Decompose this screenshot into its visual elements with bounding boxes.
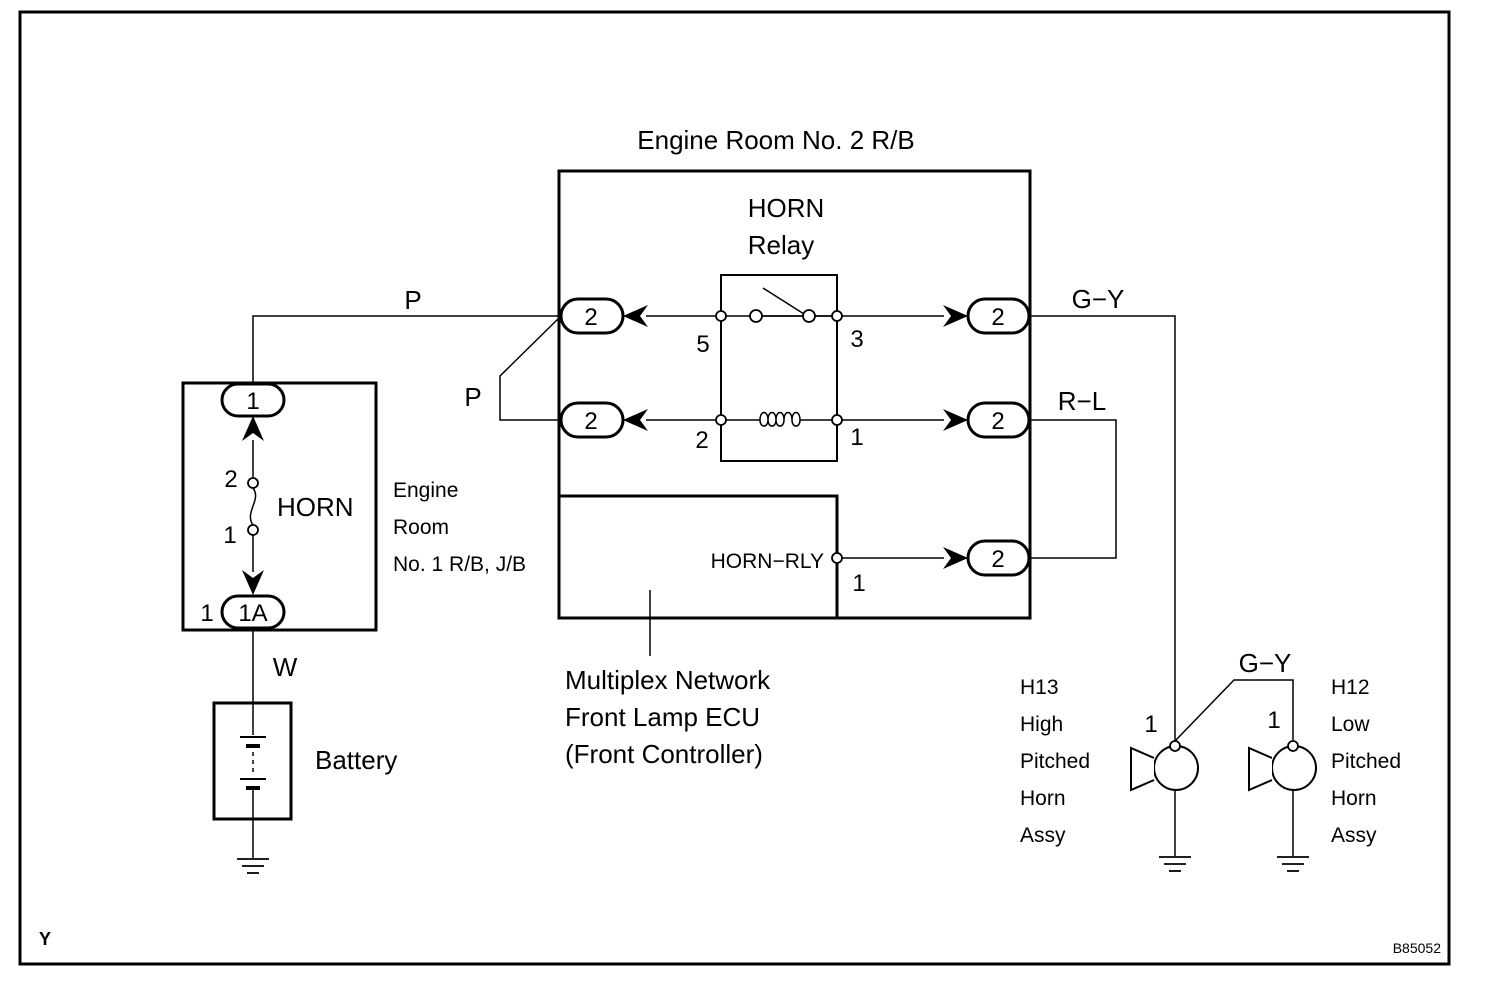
relay-switch-pivot <box>749 309 763 323</box>
battery-symbol <box>240 703 266 819</box>
svg-text:2: 2 <box>991 304 1004 331</box>
r-b2-connector-mid-left: 2 <box>559 401 625 439</box>
r-b2-title: Engine Room No. 2 R/B <box>637 125 914 155</box>
r-b2-connector-top-right: 2 <box>966 297 1031 335</box>
ecu-horn-rly-terminal <box>831 552 843 564</box>
wire-label-g-y-top: G−Y <box>1072 284 1125 314</box>
r-b1-label-line3: No. 1 R/B, J/B <box>393 553 526 576</box>
wire-g-y-horns <box>1174 679 1294 742</box>
svg-text:2: 2 <box>991 408 1004 435</box>
wire-p-jumper <box>499 315 562 421</box>
relay-pin-2-terminal <box>715 414 727 426</box>
arrow-mid-right <box>943 409 968 431</box>
fuse-pin-2-terminal <box>247 477 259 489</box>
horn-h13-pin: 1 <box>1144 711 1157 738</box>
r-b1-box <box>181 381 378 632</box>
horn-h12-line3: Pitched <box>1331 750 1401 773</box>
horn-h12-icon <box>1248 740 1317 792</box>
wire-label-p-left: P <box>464 382 481 412</box>
fuse-pin-2-label: 2 <box>224 466 237 493</box>
relay-pin-3-label: 3 <box>850 326 863 353</box>
wire-g-y-top <box>1029 315 1176 740</box>
arrow-top-right <box>943 305 968 327</box>
relay-pin-5-label: 5 <box>696 331 709 358</box>
arrow-bottom-right <box>943 547 968 569</box>
wire-label-p-top: P <box>404 285 421 315</box>
svg-text:2: 2 <box>584 304 597 331</box>
relay-switch-contact <box>762 287 805 315</box>
fuse-symbol <box>249 487 257 526</box>
wire-label-w: W <box>273 652 298 682</box>
arrow-r-b1-top <box>242 416 264 441</box>
fuse-pin-1-label: 1 <box>223 522 236 549</box>
horn-h12-line4: Horn <box>1331 787 1377 810</box>
svg-text:1: 1 <box>246 388 259 415</box>
ecu-name-line1: Multiplex Network <box>565 665 771 695</box>
horn-h13-line5: Assy <box>1020 824 1066 847</box>
r-b1-label-line1: Engine <box>393 479 458 502</box>
horn-h13-line1: H13 <box>1020 676 1059 699</box>
relay-switch-contact-point <box>802 309 816 323</box>
horn-h12-line5: Assy <box>1331 824 1377 847</box>
wire-r-l <box>1029 419 1117 559</box>
r-b1-connector-bottom: 1A <box>220 594 286 630</box>
horn-h12-line1: H12 <box>1331 676 1370 699</box>
battery-label: Battery <box>315 745 397 775</box>
arrow-r-b1-bottom <box>242 570 264 595</box>
arrow-top-left <box>623 305 648 327</box>
svg-text:1A: 1A <box>238 600 267 627</box>
horn-h13-line4: Horn <box>1020 787 1066 810</box>
fuse-pin-1-terminal <box>247 524 259 536</box>
corner-mark: Y <box>39 929 51 949</box>
r-b1-bottom-pin: 1 <box>200 600 213 627</box>
r-b1-label-line2: Room <box>393 516 449 539</box>
horn-h12-pin: 1 <box>1267 707 1280 734</box>
svg-text:2: 2 <box>584 408 597 435</box>
r-b2-connector-top-left: 2 <box>559 297 625 335</box>
relay-pin-3-terminal <box>831 310 843 322</box>
arrow-mid-left <box>623 409 648 431</box>
relay-pin-1-terminal <box>831 414 843 426</box>
horn-h12-line2: Low <box>1331 713 1370 736</box>
relay-pin-1-label: 1 <box>850 424 863 451</box>
horn-h13-icon <box>1130 740 1199 792</box>
ecu-pin-label: HORN−RLY <box>711 550 824 573</box>
wire-label-r-l: R−L <box>1058 386 1106 416</box>
relay-pin-2-label: 2 <box>695 427 708 454</box>
r-b2-connector-mid-right: 2 <box>966 401 1031 439</box>
horn-h13-line2: High <box>1020 713 1063 736</box>
relay-coil <box>759 411 801 427</box>
wire-p-top <box>252 315 561 384</box>
horn-relay-name: HORN <box>748 193 825 223</box>
fuse-name: HORN <box>277 492 354 522</box>
horn-h13-line3: Pitched <box>1020 750 1090 773</box>
horn-relay-word: Relay <box>748 230 814 260</box>
ecu-name-line3: (Front Controller) <box>565 739 763 769</box>
ecu-name-line2: Front Lamp ECU <box>565 702 760 732</box>
wire-label-g-y-horns: G−Y <box>1239 648 1292 678</box>
horn-h13-ground-icon <box>1159 856 1191 872</box>
diagram-code: B85052 <box>1393 940 1441 956</box>
r-b1-connector-top: 1 <box>220 382 286 418</box>
relay-pin-5-terminal <box>715 310 727 322</box>
diagram-frame <box>18 10 1451 966</box>
horn-h12-ground-icon <box>1277 856 1309 872</box>
r-b2-connector-bottom-right: 2 <box>966 539 1031 577</box>
svg-text:2: 2 <box>991 546 1004 573</box>
ecu-pin-number: 1 <box>852 570 865 597</box>
horn-relay-box <box>720 274 838 462</box>
battery-ground-icon <box>237 858 269 874</box>
